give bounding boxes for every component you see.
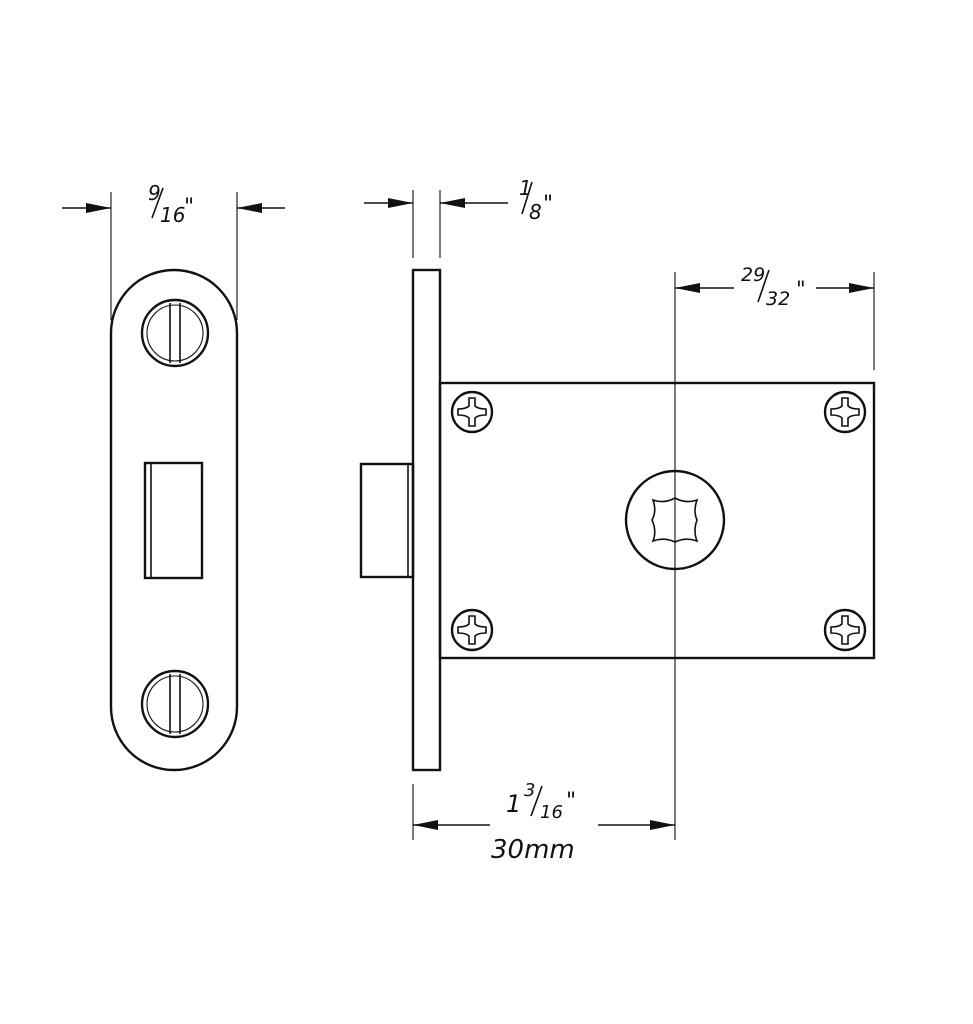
faceplate-outline xyxy=(109,268,239,772)
top-slotted-screw-icon xyxy=(140,298,210,368)
faceplate-edge xyxy=(411,268,442,772)
latch-side-view: 1 8 " 29 32 " 1 3 16 " xyxy=(359,176,876,865)
faceplate-thickness-denominator: 8 xyxy=(529,200,542,224)
backset-dimension: 1 3 16 " 30mm xyxy=(412,780,675,865)
backset-denominator: 16 xyxy=(540,802,563,823)
backset-unit: " xyxy=(566,789,576,814)
faceplate-width-denominator: 16 xyxy=(160,203,185,227)
backset-metric: 30mm xyxy=(491,835,575,865)
hub-to-case-end-dimension: 29 32 " xyxy=(675,264,875,370)
latch-bolt-front xyxy=(143,461,204,580)
faceplate-thickness-unit: " xyxy=(543,192,553,217)
backset-numerator: 3 xyxy=(524,780,535,801)
case-screw-top-left-icon xyxy=(450,390,494,434)
latch-case xyxy=(438,381,876,660)
hub-to-case-end-numerator: 29 xyxy=(741,264,765,286)
hub-to-case-end-denominator: 32 xyxy=(766,288,790,310)
case-screw-top-right-icon xyxy=(823,390,867,434)
case-screw-bottom-right-icon xyxy=(823,608,867,652)
backset-whole: 1 xyxy=(506,790,521,818)
hub-to-case-end-unit: " xyxy=(796,277,806,301)
latch-bolt-side xyxy=(359,462,415,579)
bottom-slotted-screw-icon xyxy=(140,669,210,739)
faceplate-width-numerator: 9 xyxy=(148,181,161,205)
faceplate-width-unit: " xyxy=(184,195,194,220)
faceplate-thickness-dimension: 1 8 " xyxy=(364,176,553,258)
faceplate-front-view: 9 16 " xyxy=(62,181,285,772)
case-screw-bottom-left-icon xyxy=(450,608,494,652)
faceplate-width-dimension: 9 16 " xyxy=(62,181,285,320)
